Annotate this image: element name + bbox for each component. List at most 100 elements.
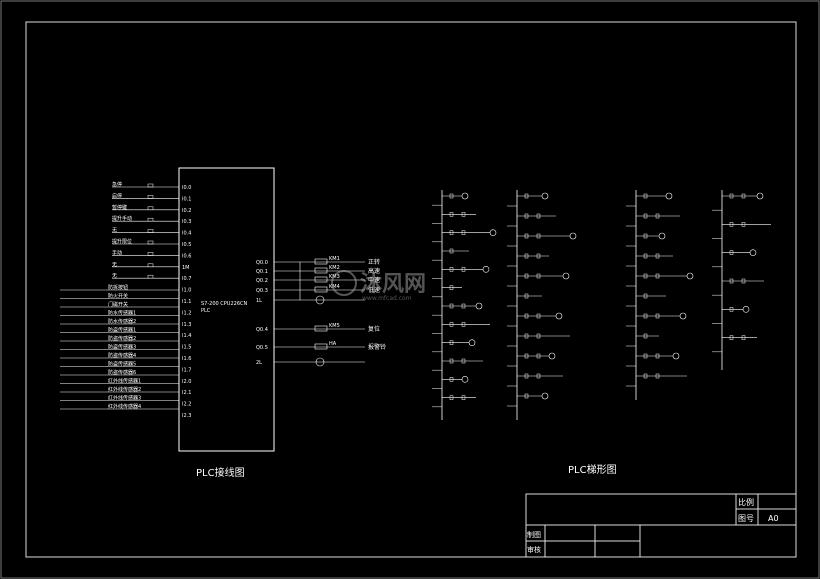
contact-symbol [655,353,660,359]
contact-symbol [536,313,541,319]
plc-output-port: Q0.1 [256,269,268,275]
review-label: 审核 [527,545,541,554]
contact-symbol [449,212,454,217]
input-label: 启停 [112,192,122,199]
contact-symbol [741,278,746,284]
watermark: 沐风网 www.mfcad.com [331,270,426,302]
coil-label: KM1 [329,256,340,262]
contact-symbol [449,340,454,345]
contact-symbol [643,253,648,259]
output-coil-symbol [756,192,764,200]
sensor-label: 防火开关 [108,293,128,300]
contact-symbol [643,333,648,339]
contact-symbol [461,212,466,217]
contact-symbol [461,230,466,235]
contact-symbol [449,303,454,309]
contact-symbol [741,335,746,340]
contact-symbol [449,358,454,364]
output-coil-symbol [679,312,687,320]
coil-symbol [314,267,328,274]
plc-input-port: I1.7 [182,367,191,373]
power-source-symbol [315,357,325,367]
title-block: 比例 图号 A0 制图 审核 [525,493,797,558]
output-label: 报警铃 [368,343,386,351]
contact-symbol [449,193,454,199]
plc-output-port: Q0.4 [256,327,268,333]
sensor-label: 防盗传感器4 [108,352,136,359]
scale-label: 比例 [738,497,754,507]
sensor-label: 防水传感器1 [108,310,136,317]
watermark-logo [331,270,357,296]
drawing-border [25,21,797,558]
plc-input-port: I1.2 [182,310,191,316]
contact-symbol [643,213,648,219]
plc-input-port: I0.3 [182,219,191,225]
output-coil-symbol [475,302,483,310]
contact-symbol [536,353,541,359]
output-coil-symbol [672,352,680,360]
sensor-label: 门磁开关 [108,301,128,308]
sensor-label: 防盗传感器2 [108,335,136,342]
plc-input-port: I2.1 [182,390,191,396]
contact-symbol [524,273,529,279]
coil-symbol [314,343,328,350]
plc-wiring-diagram: S7-200 CPU226CN PLC I0.0急停I0.1启停I0.2暂停键I… [60,167,386,452]
input-label: 手动 [112,249,122,256]
contact-symbol [524,253,529,259]
output-label: 中速 [368,276,380,284]
plc-input-port: I0.1 [182,196,191,202]
output-coil-symbol [665,192,673,200]
sensor-label: 红外线传感器2 [108,386,141,393]
plc-input-port: I1.5 [182,345,191,351]
contact-symbol [643,293,648,299]
contact-symbol [655,273,660,279]
plc-input-port: I2.3 [182,413,191,419]
plc-input-port: I0.5 [182,242,191,248]
coil-label: KM3 [329,274,340,280]
output-coil-symbol [541,192,549,200]
output-coil-symbol [562,272,570,280]
contact-symbol [655,213,660,219]
output-coil-symbol [555,312,563,320]
contact-symbol [655,313,660,319]
sensor-label: 防盗传感器1 [108,327,136,334]
contact-symbol [524,233,529,239]
ladder-diagram-caption: PLC梯形图 [568,463,617,476]
contact-symbol [741,193,746,199]
contact-symbol [643,313,648,319]
contact-symbol [449,285,454,290]
plc-module-box [178,167,275,452]
switch-symbol [147,240,154,245]
output-coil-symbol [461,376,469,383]
contact-symbol [729,250,734,255]
contact-symbol [536,333,541,339]
contact-symbol [643,353,648,359]
output-coil-symbol [461,192,469,200]
plc-input-port: 1M [182,265,190,271]
output-coil-symbol [749,249,757,256]
plc-input-port: I1.4 [182,333,191,339]
contact-symbol [461,267,466,272]
plc-input-port: I0.2 [182,208,191,214]
wiring-diagram-caption: PLC接线图 [196,466,245,479]
output-coil-symbol [569,232,577,240]
power-source-symbol [315,295,325,305]
plc-input-port: I2.0 [182,379,191,385]
switch-symbol [147,206,154,211]
contact-symbol [524,373,529,379]
watermark-url: www.mfcad.com [362,295,412,302]
contact-symbol [729,307,734,312]
contact-symbol [729,193,734,199]
plc-input-port: I0.7 [182,276,191,282]
input-label: 暂停键 [112,204,127,211]
coil-label: KM5 [329,323,340,329]
contact-symbol [461,358,466,364]
contact-symbol [449,377,454,382]
output-label: 低速 [368,286,380,294]
contact-symbol [536,273,541,279]
input-label: 急停 [112,181,122,188]
input-label: 提升手动 [112,215,132,222]
input-label: 无 [112,273,117,279]
contact-symbol [461,322,466,327]
